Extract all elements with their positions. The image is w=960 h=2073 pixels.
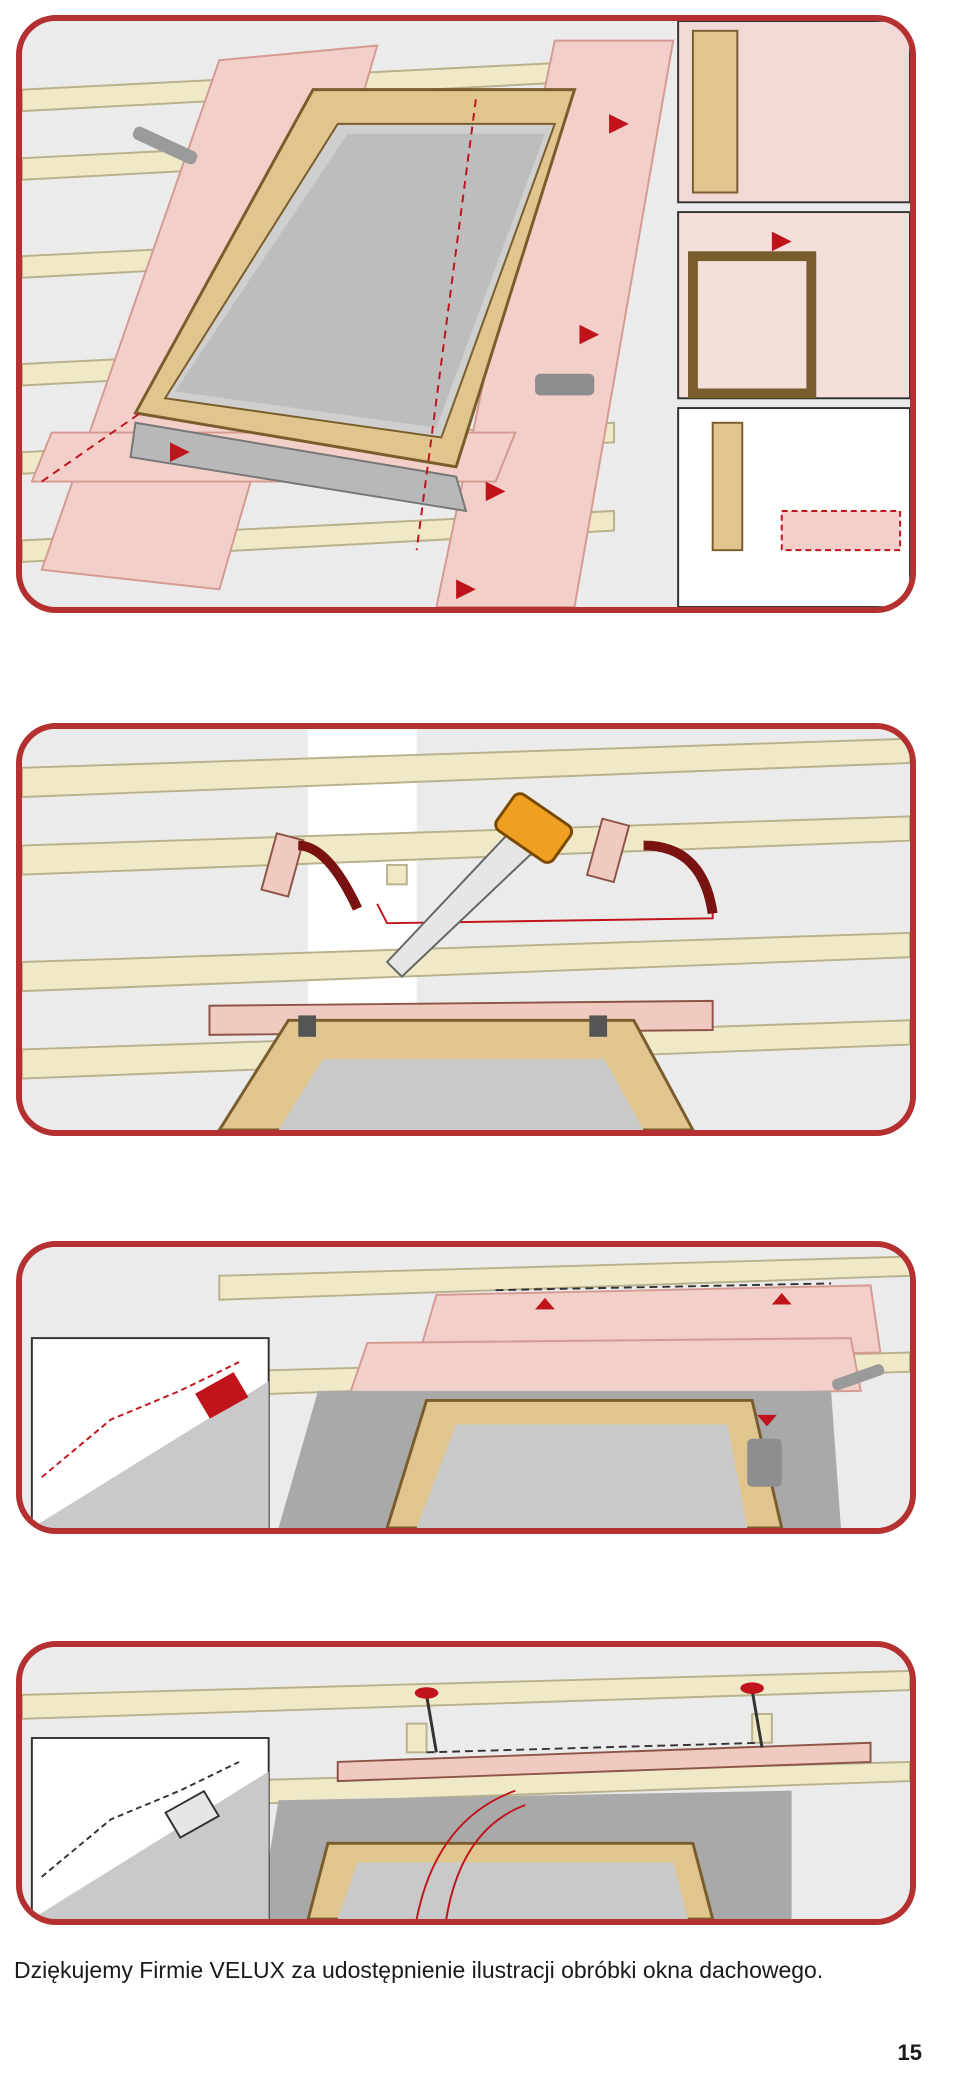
knife-icon [132,126,198,165]
batten-cutting-drawing [22,729,910,1130]
stapler-icon [747,1438,782,1487]
counter-batten-nailing-drawing [22,1647,910,1919]
illustration-step-2 [16,723,916,1136]
caption: Dziękujemy Firmie VELUX za udostępnienie… [14,1957,824,1983]
illustration-step-4 [16,1641,916,1925]
page-number: 15 [897,2040,922,2065]
saw-icon [385,792,574,978]
nail-icon [414,1682,764,1753]
membrane-cutting-drawing [22,21,910,607]
top-membrane-drawing [22,1247,910,1528]
illustration-step-1 [16,15,916,613]
knife-icon [832,1364,885,1391]
stapler-icon [535,373,595,396]
illustration-step-3 [16,1241,916,1534]
